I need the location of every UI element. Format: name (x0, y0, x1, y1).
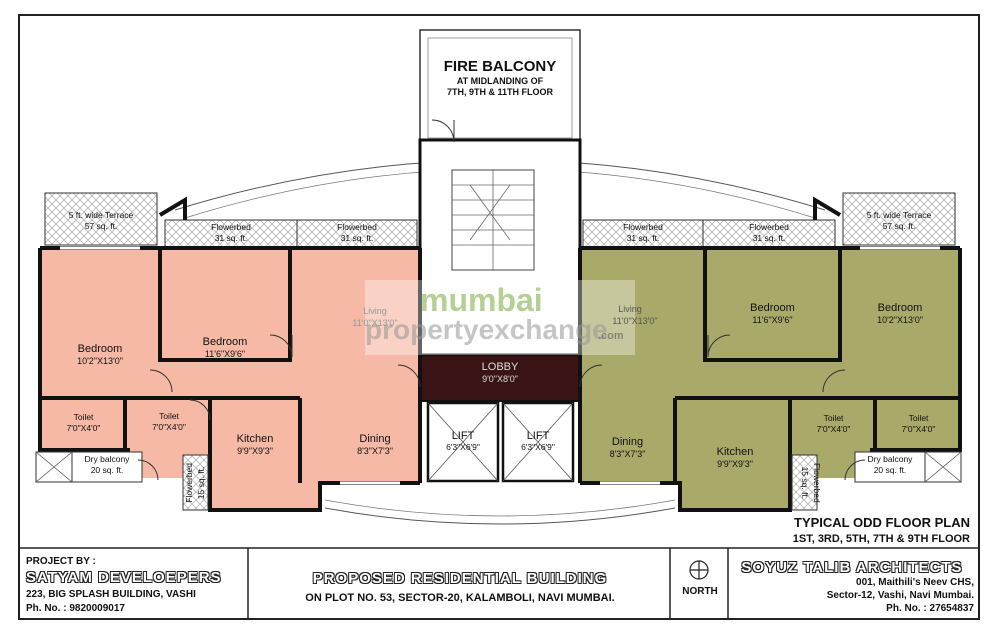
right-terrace-area: 57 sq. ft. (882, 221, 916, 231)
left-bedroom-2-size: 11'6"X9'6" (204, 349, 246, 359)
right-terrace (842, 192, 956, 246)
right-flowerbed-side-name: Flowerbed (811, 463, 822, 503)
right-toilet-2-size: 7'0"X4'0" (901, 424, 936, 434)
right-dry-balcony-area: 20 sq. ft. (873, 465, 907, 475)
developer-name: SATYAM DEVELOEPERS (26, 569, 222, 586)
left-terrace-area: 57 sq. ft. (84, 221, 118, 231)
left-bedroom-1-size: 10'2"X13'0" (77, 356, 123, 366)
right-flowerbed-2-name: Flowerbed (749, 222, 789, 232)
right-toilet-2-name: Toilet (908, 413, 929, 423)
right-flowerbed-side-area: 15 sq. ft. (799, 466, 810, 500)
left-living-name: Living (363, 306, 387, 316)
fire-balcony-line1: AT MIDLANDING OF (456, 76, 544, 86)
left-toilet-2-name: Toilet (159, 411, 179, 421)
architect-name: SOYUZ TALIB ARCHITECTS (741, 559, 963, 576)
left-dining-size: 8'3"X7'3" (357, 446, 393, 456)
left-dry-balcony-area: 20 sq. ft. (90, 465, 124, 475)
right-flowerbed-2 (702, 219, 836, 249)
left-toilet-1-size: 7'0"X4'0" (66, 423, 101, 433)
right-toilet-1-size: 7'0"X4'0" (816, 424, 851, 434)
watermark-text-2: propertyexchange (365, 314, 608, 345)
right-toilet-1-name: Toilet (823, 413, 844, 423)
left-dry-balcony-name: Dry balcony (84, 454, 130, 464)
watermark-text-3: .com (598, 330, 624, 342)
lift-1-name: LIFT (451, 430, 475, 442)
right-bedroom-2-size: 11'6"X9'6" (752, 315, 793, 325)
lift-2-size: 6'3"X6'9" (521, 442, 555, 452)
architect-address-1: 001, Maithili's Neev CHS, (856, 577, 974, 588)
right-bedroom-2-name: Bedroom (750, 302, 795, 314)
lobby-name: LOBBY (481, 361, 519, 373)
staircase (418, 138, 582, 357)
left-kitchen-size: 9'9"X9'3" (237, 446, 273, 456)
right-flowerbed-1-name: Flowerbed (623, 222, 663, 232)
left-toilet-1-name: Toilet (73, 412, 94, 422)
right-flowerbed-2-area: 31 sq. ft. (752, 233, 786, 243)
watermark-box (365, 280, 635, 355)
right-flowerbed-side (791, 454, 818, 511)
left-bedroom-2-name: Bedroom (202, 336, 248, 348)
architect-address-2: Sector-12, Vashi, Navi Mumbai. (826, 590, 974, 601)
fire-balcony-title: FIRE BALCONY (443, 58, 557, 75)
fire-balcony (419, 29, 581, 143)
left-flat-floor (40, 248, 420, 510)
right-bedroom-1-size: 10'2"X13'0" (877, 315, 923, 325)
right-living-name: Living (618, 304, 642, 314)
left-flowerbed-2-area: 31 sq. ft. (340, 233, 374, 243)
developer-phone: Ph. No. : 9820009017 (26, 603, 125, 614)
left-dining-name: Dining (359, 433, 391, 445)
lower-arc-inner (324, 499, 676, 517)
lift-2-name: LIFT (526, 430, 550, 442)
right-terrace-name: 5 ft. wide Terrace (866, 210, 932, 220)
left-bedroom-1-name: Bedroom (77, 343, 123, 355)
right-living-size: 11'0"X13'0" (612, 316, 658, 326)
building-title: PROPOSED RESIDENTIAL BUILDING (312, 570, 608, 587)
right-dry-balcony (854, 451, 926, 483)
left-terrace-name: 5 ft. wide Terrace (68, 210, 134, 220)
lobby-size: 9'0"X8'0" (482, 374, 518, 384)
left-flowerbed-2-name: Flowerbed (337, 222, 377, 232)
building-plot: ON PLOT NO. 53, SECTOR-20, KALAMBOLI, NA… (305, 592, 615, 604)
right-dining-name: Dining (611, 436, 644, 448)
left-flowerbed-side-name: Flowerbed (184, 463, 195, 503)
architect-phone: Ph. No. : 27654837 (886, 603, 974, 614)
left-flowerbed-1-area: 31 sq. ft. (214, 233, 248, 243)
right-dining-size: 8'3"X7'3" (609, 449, 646, 459)
right-bedroom-1-name: Bedroom (877, 302, 923, 314)
left-flowerbed-side-area: 15 sq. ft. (196, 466, 207, 500)
floor-plan-title: TYPICAL ODD FLOOR PLAN (794, 515, 970, 530)
right-kitchen-size: 9'9"X9'3" (717, 459, 753, 469)
left-living-size: 11'0"X13'0" (352, 318, 398, 328)
left-flowerbed-side (182, 454, 209, 511)
left-flowerbed-1-name: Flowerbed (211, 222, 251, 232)
developer-address: 223, BIG SPLASH BUILDING, VASHI (26, 589, 196, 600)
left-kitchen-name: Kitchen (236, 433, 274, 445)
right-kitchen-name: Kitchen (716, 446, 754, 458)
floor-plan-floors: 1ST, 3RD, 5TH, 7TH & 9TH FLOOR (792, 533, 970, 545)
north-label: NORTH (682, 586, 718, 597)
watermark-text-1: mumbai (420, 282, 543, 318)
right-dry-balcony-name: Dry balcony (867, 454, 913, 464)
lower-arc (324, 507, 676, 525)
lift-1-size: 6'3"X6'9" (446, 442, 480, 452)
project-by-label: PROJECT BY : (26, 556, 96, 567)
drawing-border (18, 14, 980, 620)
fire-balcony-line2: 7TH, 9TH & 11TH FLOOR (446, 87, 553, 97)
right-flowerbed-1-area: 31 sq. ft. (626, 233, 660, 243)
right-flowerbed-1 (582, 219, 704, 249)
left-terrace (44, 192, 158, 246)
left-flowerbed-2 (296, 219, 418, 249)
left-toilet-2-size: 7'0"X4'0" (152, 422, 186, 432)
